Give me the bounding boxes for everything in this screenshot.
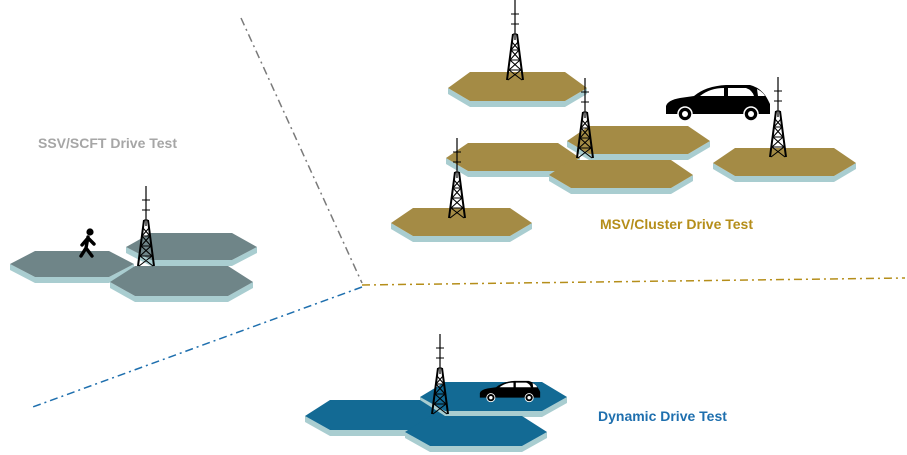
cell-tower-icon bbox=[506, 0, 524, 81]
ssv-hex-cluster bbox=[10, 233, 257, 302]
hex-cell bbox=[713, 148, 856, 182]
ssv-scft-label: SSV/SCFT Drive Test bbox=[38, 135, 178, 151]
dynamic-drive-test-label: Dynamic Drive Test bbox=[598, 408, 727, 424]
divider-gray bbox=[240, 17, 363, 284]
hex-cell bbox=[448, 72, 587, 107]
hex-cell bbox=[549, 160, 693, 194]
hex-cell bbox=[446, 143, 580, 177]
divider-gold bbox=[361, 277, 906, 286]
hex-cell bbox=[126, 233, 257, 266]
pedestrian-icon bbox=[79, 228, 96, 258]
divider-lines bbox=[29, 17, 906, 409]
msv-hex-cluster bbox=[391, 72, 856, 242]
hex-cell bbox=[405, 416, 547, 452]
msv-cluster-label: MSV/Cluster Drive Test bbox=[600, 216, 754, 232]
cell-tower-icon bbox=[769, 76, 787, 158]
hex-cell bbox=[567, 126, 710, 160]
divider-blue bbox=[29, 286, 363, 409]
hex-cell bbox=[110, 266, 253, 302]
hex-cell bbox=[10, 251, 134, 283]
hex-cell bbox=[391, 208, 532, 242]
car-icon bbox=[665, 84, 771, 122]
